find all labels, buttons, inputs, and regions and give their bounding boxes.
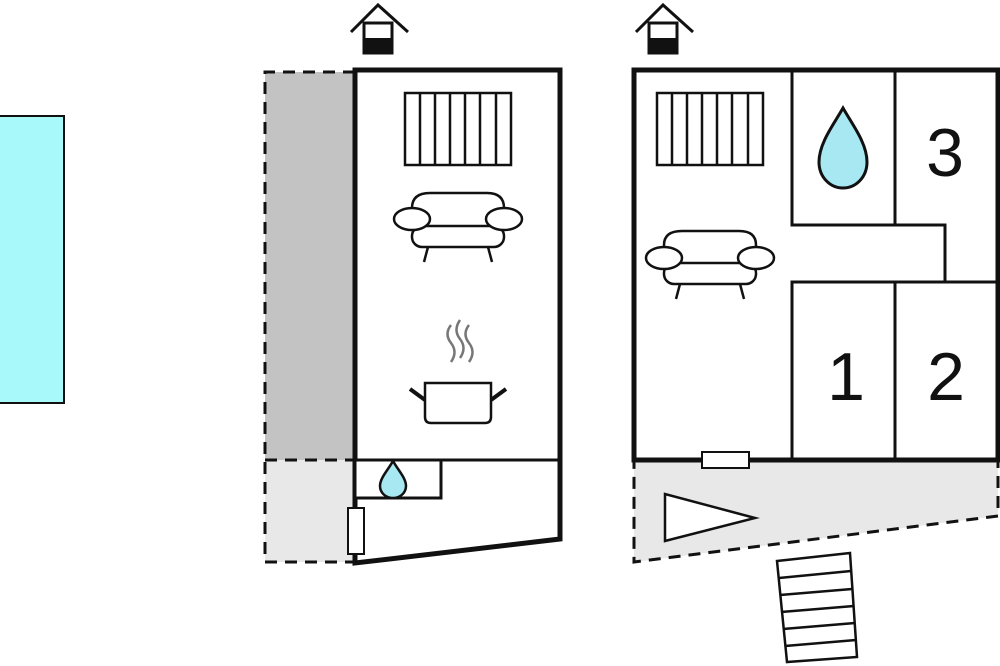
cooking-pot-icon bbox=[408, 319, 508, 425]
entrance-arrow-icon bbox=[663, 492, 760, 543]
pool bbox=[0, 115, 65, 404]
door-icon bbox=[701, 451, 750, 469]
bathroom-walls bbox=[790, 70, 897, 227]
terrace-outline bbox=[263, 70, 355, 564]
bedroom-walls bbox=[790, 280, 998, 460]
room-2-label: 2 bbox=[927, 339, 965, 415]
sofa-icon bbox=[392, 191, 524, 263]
radiator-icon bbox=[403, 91, 513, 167]
ground-floor-walls bbox=[352, 67, 563, 566]
house-floor-marker-icon-upper bbox=[634, 2, 695, 55]
stairs-icon bbox=[775, 551, 859, 664]
door-icon bbox=[347, 507, 365, 555]
water-drop-icon bbox=[817, 104, 869, 190]
room-1-label: 1 bbox=[827, 339, 865, 415]
lower-terrace bbox=[265, 460, 355, 562]
house-floor-marker-icon bbox=[349, 2, 410, 55]
covered-terrace bbox=[265, 72, 355, 460]
water-drop-icon bbox=[378, 458, 408, 500]
radiator-icon bbox=[655, 91, 765, 167]
sofa-icon bbox=[644, 229, 776, 300]
room-3-label: 3 bbox=[926, 115, 964, 191]
